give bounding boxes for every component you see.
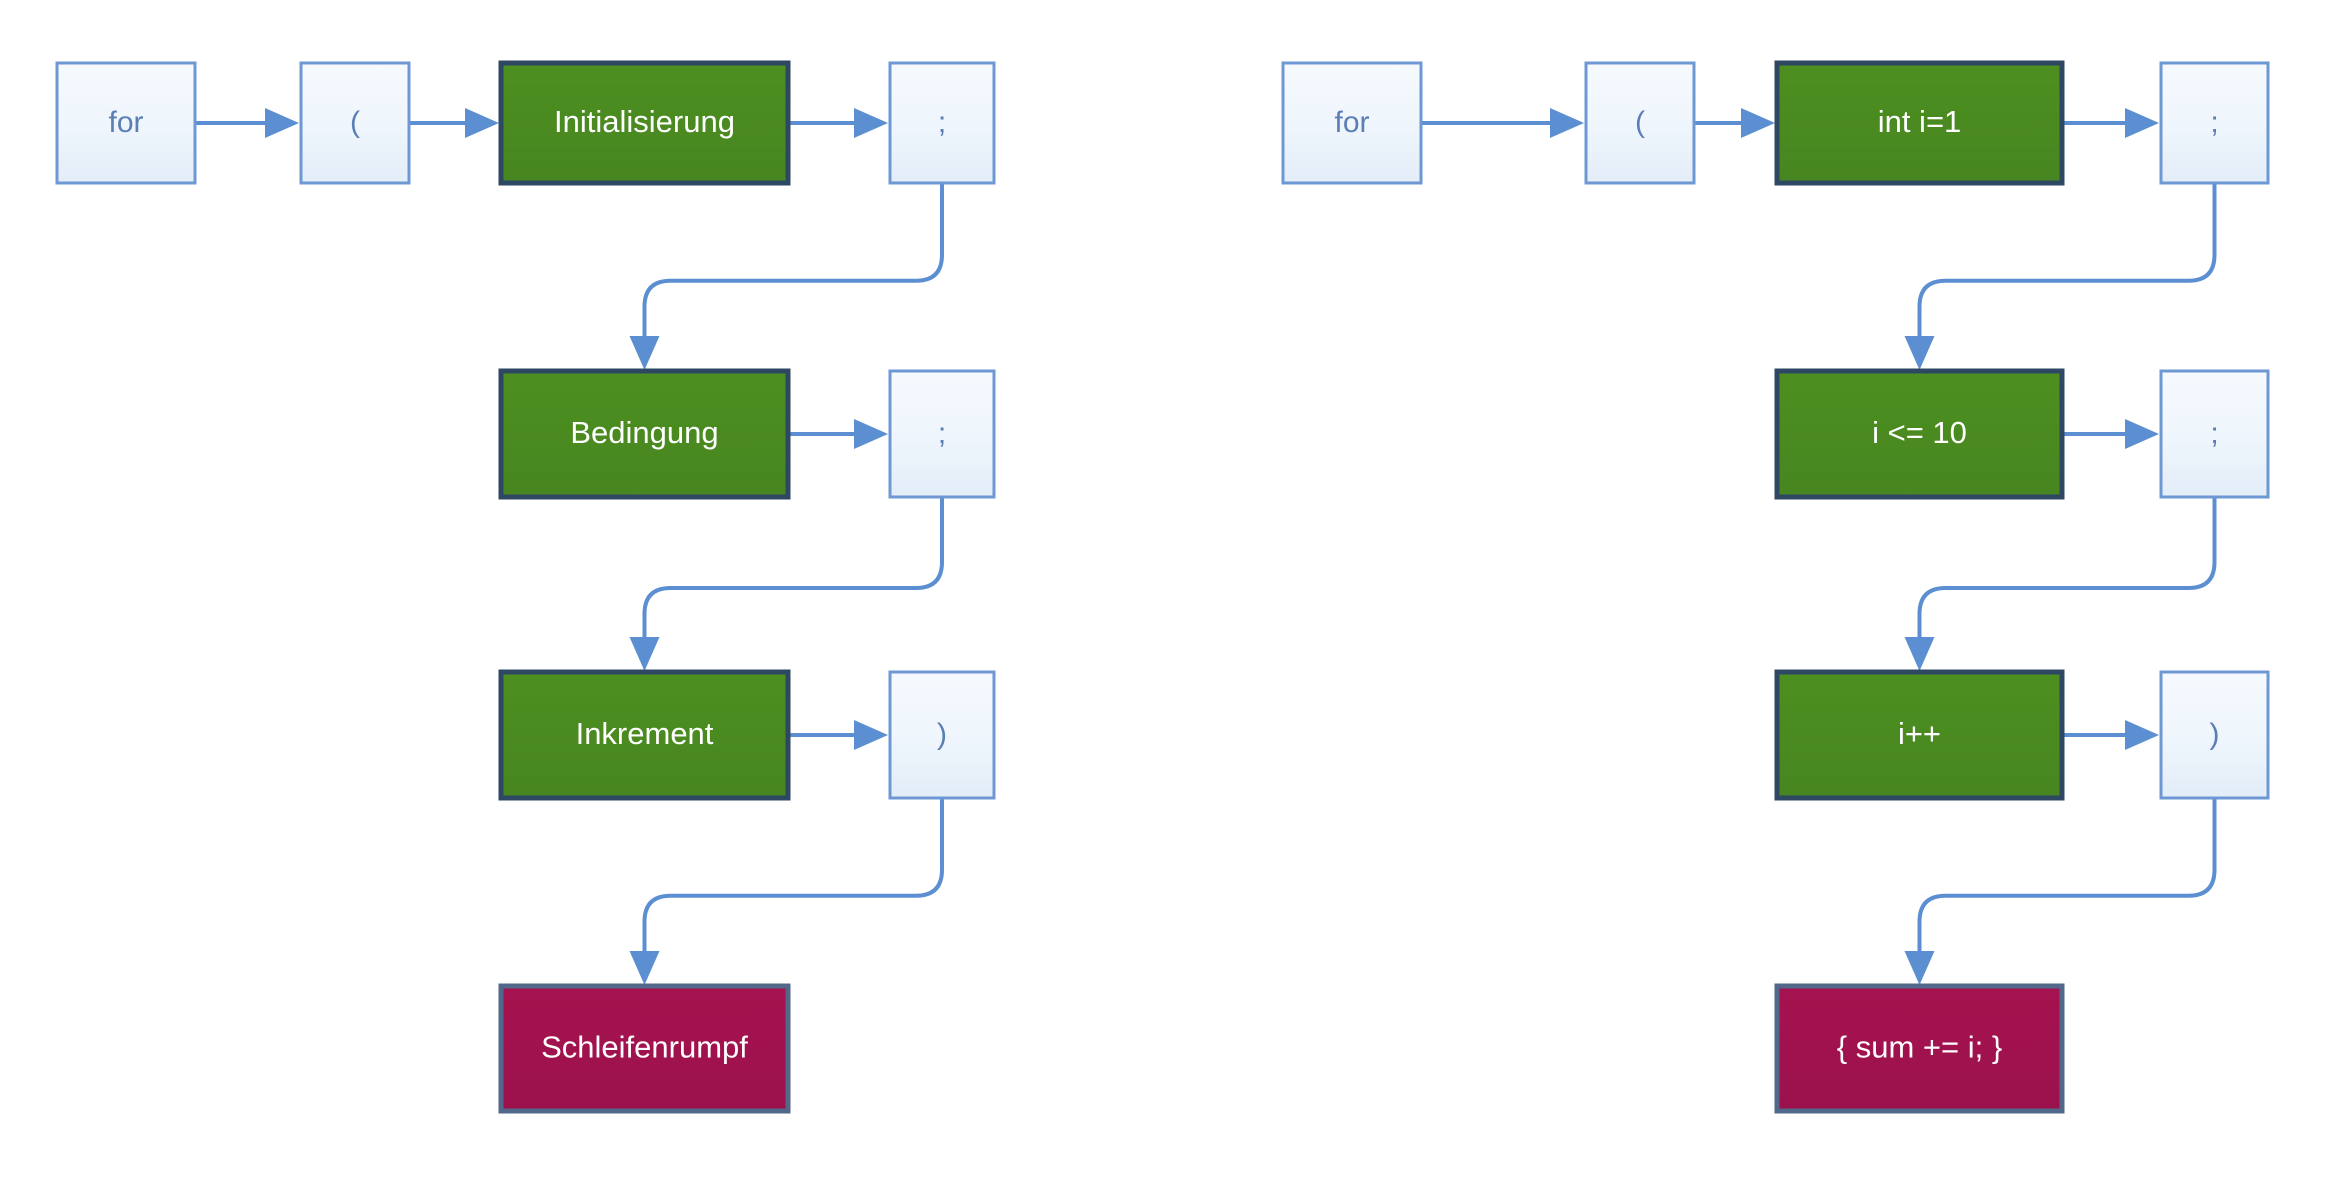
node-box-g-incr[interactable]: [498, 669, 791, 801]
node-g-sc2[interactable]: ;: [888, 369, 996, 499]
node-box-c-sc1[interactable]: [2159, 61, 2270, 185]
arrowhead-down-icon: [629, 637, 660, 671]
node-label-g-cond: Bedingung: [570, 415, 718, 450]
nodes-layer: for ( Initialisierung; Bedingung; Inkrement)…: [55, 60, 2270, 1114]
arrowhead-right-icon: [854, 108, 888, 138]
node-label-g-for: for: [108, 106, 143, 139]
node-label-c-sc1: ;: [2210, 106, 2218, 139]
node-label-c-init: int i=1: [1878, 104, 1962, 139]
node-box-c-body[interactable]: [1774, 983, 2065, 1114]
node-label-c-sc2: ;: [2210, 417, 2218, 450]
node-c-sc2[interactable]: ;: [2159, 369, 2270, 499]
node-label-c-paren: (: [1635, 106, 1645, 139]
arrowhead-right-icon: [2125, 419, 2159, 449]
node-g-for[interactable]: for: [55, 61, 197, 185]
node-label-c-body: { sum += i; }: [1837, 1030, 2002, 1065]
node-box-c-rparen[interactable]: [2159, 670, 2270, 800]
node-c-incr[interactable]: i++: [1774, 669, 2065, 801]
node-box-g-for[interactable]: [55, 61, 197, 185]
node-box-g-body[interactable]: [498, 983, 791, 1114]
connector-c-paren-to-c-init: [1694, 108, 1775, 138]
node-box-c-for[interactable]: [1281, 61, 1423, 185]
node-g-paren[interactable]: (: [299, 61, 411, 185]
node-g-body[interactable]: Schleifenrumpf: [498, 983, 791, 1114]
node-c-init[interactable]: int i=1: [1774, 60, 2065, 186]
node-box-c-cond[interactable]: [1774, 368, 2065, 500]
connector-g-init-to-g-sc1: [788, 108, 888, 138]
node-label-c-cond: i <= 10: [1872, 415, 1967, 450]
arrowhead-down-icon: [629, 951, 660, 985]
node-box-g-sc2[interactable]: [888, 369, 996, 499]
connector-g-incr-to-g-rparen: [788, 720, 888, 750]
arrowhead-down-icon: [1904, 336, 1935, 370]
connector-c-sc2-to-c-incr: [1904, 497, 2217, 671]
node-box-c-paren[interactable]: [1584, 61, 1696, 185]
arrowhead-right-icon: [1550, 108, 1584, 138]
node-label-c-for: for: [1334, 106, 1369, 139]
node-c-rparen[interactable]: ): [2159, 670, 2270, 800]
node-label-g-paren: (: [350, 106, 360, 139]
node-label-c-rparen: ): [2210, 718, 2220, 751]
node-c-sc1[interactable]: ;: [2159, 61, 2270, 185]
arrowhead-right-icon: [265, 108, 299, 138]
node-box-c-incr[interactable]: [1774, 669, 2065, 801]
connector-c-init-to-c-sc1: [2062, 108, 2159, 138]
node-label-g-sc2: ;: [938, 417, 946, 450]
node-box-g-init[interactable]: [498, 60, 791, 186]
connectors-layer: [195, 108, 2217, 985]
connector-c-cond-to-c-sc2: [2062, 419, 2159, 449]
arrowhead-right-icon: [854, 720, 888, 750]
connector-g-rparen-to-g-body: [629, 798, 944, 985]
node-box-g-paren[interactable]: [299, 61, 411, 185]
node-g-rparen[interactable]: ): [888, 670, 996, 800]
node-label-g-body: Schleifenrumpf: [541, 1030, 748, 1065]
connector-c-sc1-to-c-cond: [1904, 183, 2217, 370]
node-label-g-init: Initialisierung: [554, 104, 735, 139]
connector-c-for-to-c-paren: [1421, 108, 1584, 138]
node-label-g-rparen: ): [937, 718, 947, 751]
node-box-g-sc1[interactable]: [888, 61, 996, 185]
arrowhead-right-icon: [2125, 720, 2159, 750]
node-box-c-init[interactable]: [1774, 60, 2065, 186]
arrowhead-down-icon: [1904, 951, 1935, 985]
connector-g-cond-to-g-sc2: [788, 419, 888, 449]
connector-g-paren-to-g-init: [409, 108, 499, 138]
node-box-g-rparen[interactable]: [888, 670, 996, 800]
connector-g-sc1-to-g-cond: [629, 183, 944, 370]
node-g-cond[interactable]: Bedingung: [498, 368, 791, 500]
connector-c-rparen-to-c-body: [1904, 798, 2217, 985]
arrowhead-right-icon: [1741, 108, 1775, 138]
node-box-g-cond[interactable]: [498, 368, 791, 500]
node-c-for[interactable]: for: [1281, 61, 1423, 185]
node-g-init[interactable]: Initialisierung: [498, 60, 791, 186]
arrowhead-down-icon: [1904, 637, 1935, 671]
node-g-sc1[interactable]: ;: [888, 61, 996, 185]
node-label-g-incr: Inkrement: [576, 716, 714, 751]
node-label-g-sc1: ;: [938, 106, 946, 139]
node-c-paren[interactable]: (: [1584, 61, 1696, 185]
node-box-c-sc2[interactable]: [2159, 369, 2270, 499]
node-g-incr[interactable]: Inkrement: [498, 669, 791, 801]
arrowhead-right-icon: [465, 108, 499, 138]
connector-g-for-to-g-paren: [195, 108, 299, 138]
arrowhead-right-icon: [2125, 108, 2159, 138]
arrowhead-right-icon: [854, 419, 888, 449]
arrowhead-down-icon: [629, 336, 660, 370]
node-c-cond[interactable]: i <= 10: [1774, 368, 2065, 500]
connector-c-incr-to-c-rparen: [2062, 720, 2159, 750]
node-label-c-incr: i++: [1898, 716, 1941, 751]
node-c-body[interactable]: { sum += i; }: [1774, 983, 2065, 1114]
connector-g-sc2-to-g-incr: [629, 497, 944, 671]
